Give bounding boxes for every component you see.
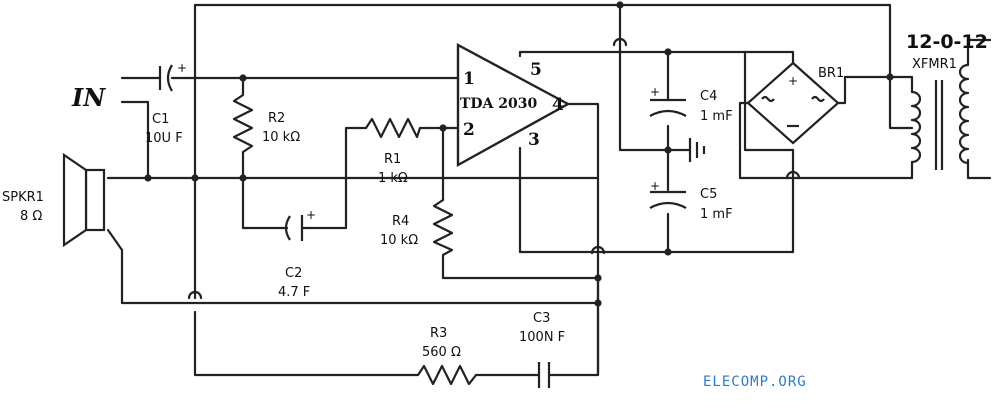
capacitor-c5: + C5 1 mF <box>649 179 733 222</box>
r2-ref: R2 <box>268 111 285 126</box>
r3-ref: R3 <box>430 326 447 341</box>
resistor-r3: R3 560 Ω <box>417 326 477 386</box>
r2-value: 10 kΩ <box>262 130 300 145</box>
r4-value: 10 kΩ <box>380 233 418 248</box>
tda2030-ic: TDA 2030 1 2 3 4 5 <box>456 42 571 168</box>
ic-pin-4: 4 <box>552 95 564 115</box>
r4-ref: R4 <box>392 214 409 229</box>
resistor-r2: R2 10 kΩ <box>232 94 300 153</box>
c4-ref: C4 <box>700 89 717 104</box>
speaker-value: 8 Ω <box>20 209 42 224</box>
capacitor-c4: + C4 1 mF <box>649 85 733 124</box>
speaker-ref: SPKR1 <box>2 190 44 205</box>
capacitor-c2: + C2 4.7 F <box>278 208 316 300</box>
speaker-spkr1: SPKR1 8 Ω <box>2 152 106 248</box>
capacitor-c3: C3 100N F <box>519 311 565 388</box>
transformer-ref: XFMR1 <box>912 57 957 72</box>
transformer-xfmr1: 12-0-12 XFMR1 <box>906 31 988 170</box>
r3-value: 560 Ω <box>422 345 461 360</box>
c2-value: 4.7 F <box>278 285 310 300</box>
ground-icon <box>688 138 706 162</box>
c1-value: 10U F <box>145 131 183 146</box>
c2-ref: C2 <box>285 266 302 281</box>
transformer-rating: 12-0-12 <box>906 31 988 53</box>
ic-name: TDA 2030 <box>460 96 538 112</box>
c1-ref: C1 <box>152 112 169 127</box>
resistor-r4: R4 10 kΩ <box>380 199 454 256</box>
r1-value: 1 kΩ <box>378 171 408 186</box>
watermark-text: ELECOMP.ORG <box>703 374 807 390</box>
resistor-r1: R1 1 kΩ <box>365 117 422 186</box>
c3-value: 100N F <box>519 330 565 345</box>
r1-ref: R1 <box>384 152 401 167</box>
br1-ref: BR1 <box>818 66 844 81</box>
c1-plus-sign: + <box>177 61 187 75</box>
c2-plus-sign: + <box>306 208 316 222</box>
c5-ref: C5 <box>700 187 717 202</box>
c5-value: 1 mF <box>700 207 733 222</box>
ic-pin-1: 1 <box>463 69 475 89</box>
c4-value: 1 mF <box>700 109 733 124</box>
ic-pin-3: 3 <box>528 130 540 150</box>
c3-ref: C3 <box>533 311 550 326</box>
junctions <box>144 1 894 307</box>
capacitor-c1: + C1 10U F <box>145 61 188 146</box>
ic-pin-2: 2 <box>463 120 475 140</box>
bridge-rectifier-br1: + BR1 <box>746 61 844 145</box>
ic-pin-5: 5 <box>530 60 542 80</box>
c5-plus-sign: + <box>650 179 660 193</box>
c4-plus-sign: + <box>650 85 660 99</box>
br1-plus-sign: + <box>788 74 798 88</box>
input-label: IN <box>71 83 106 112</box>
crossovers <box>187 37 801 300</box>
